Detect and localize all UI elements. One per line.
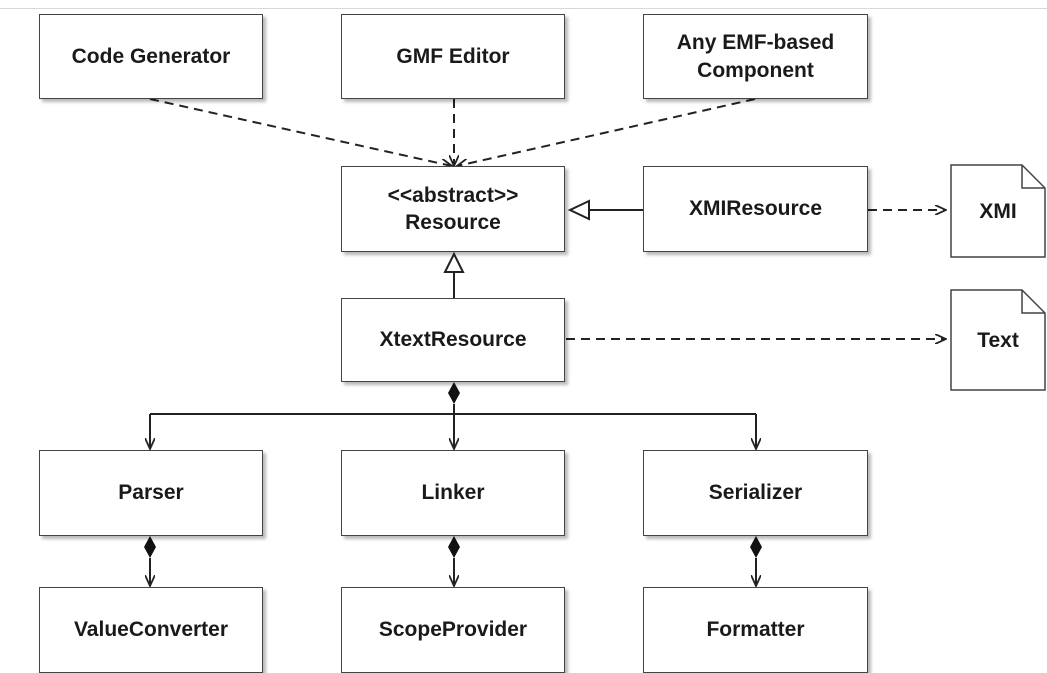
text-document: Text [950,289,1046,391]
scope-provider-label: ScopeProvider [378,618,528,642]
text-document-label: Text [977,329,1019,352]
xtext-resource-label: XtextResource [379,328,527,352]
any-emf-component-box: Any EMF-based Component [643,14,868,99]
formatter-box: Formatter [643,587,868,673]
xtext-resource-box: XtextResource [341,298,565,382]
parser-label: Parser [118,481,184,505]
value-converter-box: ValueConverter [39,587,263,673]
resource-label: Resource [405,211,501,234]
generalization-arrowhead-xtext [443,251,465,273]
xmi-document: XMI [950,164,1046,258]
any-emf-component-label-line2: Component [697,58,814,82]
gmf-editor-label: GMF Editor [396,44,510,68]
any-emf-component-label-line1: Any EMF-based [676,31,835,55]
generalization-arrowhead-xmi [567,199,590,221]
dependency-any-emf-to-resource [457,98,756,166]
dependency-code-generator-to-resource [149,98,452,166]
composition-diamond-linker [448,536,460,558]
formatter-label: Formatter [706,618,805,642]
composition-diamond-serializer [750,536,762,558]
composition-diamond-xtext [448,382,460,404]
abstract-resource-box: <<abstract>> Resource [341,166,565,252]
serializer-label: Serializer [708,481,803,505]
linker-label: Linker [421,481,485,505]
xmi-document-label: XMI [979,200,1016,223]
code-generator-box: Code Generator [39,14,263,99]
serializer-box: Serializer [643,450,868,536]
xmi-resource-label: XMIResource [688,197,823,221]
parser-box: Parser [39,450,263,536]
gmf-editor-box: GMF Editor [341,14,565,99]
code-generator-label: Code Generator [71,44,231,68]
top-divider [0,8,1047,9]
xmi-resource-box: XMIResource [643,166,868,252]
composition-diamond-parser [144,536,156,558]
scope-provider-box: ScopeProvider [341,587,565,673]
value-converter-label: ValueConverter [73,618,229,642]
linker-box: Linker [341,450,565,536]
abstract-stereotype-label: <<abstract>> [387,183,519,207]
